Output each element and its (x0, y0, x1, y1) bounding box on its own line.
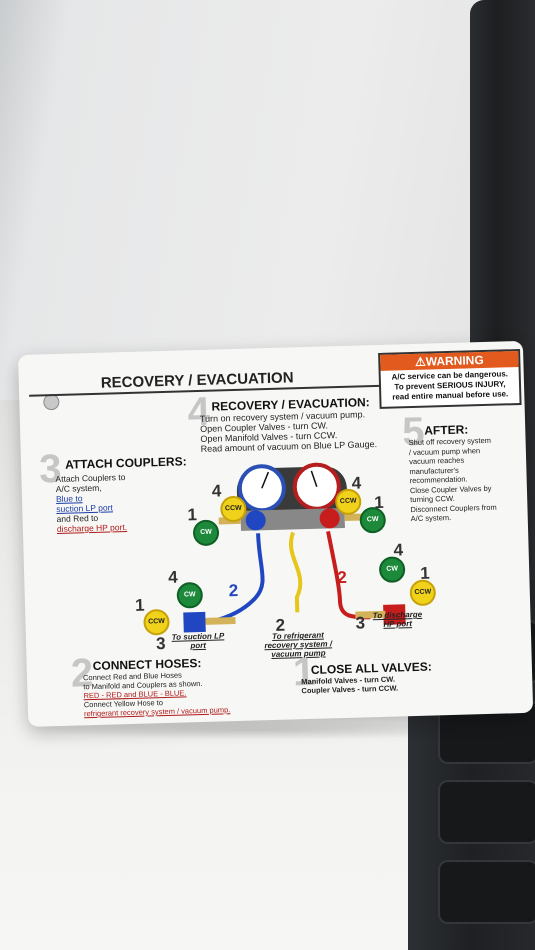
diagram-number: 1 (134, 595, 145, 615)
step3-line: discharge HP port. (56, 522, 128, 534)
diagram-number: 2 (228, 580, 239, 601)
yellow-hose (289, 531, 303, 613)
blue-valve-knob (245, 510, 266, 531)
diagram-number: 4 (351, 473, 362, 493)
high-pressure-gauge (292, 462, 341, 511)
warning-text: A/C service can be dangerous. To prevent… (381, 367, 520, 403)
red-coupler (383, 604, 406, 625)
red-valve-knob (319, 508, 340, 529)
diagram-number: 3 (355, 613, 366, 633)
blue-coupler-fitting (205, 617, 236, 625)
diagram-number: 1 (187, 505, 198, 525)
diagram-number: 4 (393, 540, 404, 560)
gauge-needle (261, 471, 270, 489)
step1-line: Coupler Valves - turn CCW. (301, 683, 399, 696)
card-shadow (30, 720, 500, 740)
diagram-number: 1 (373, 492, 384, 513)
step2-text: Connect Red and Blue Hoses to Manifold a… (83, 669, 231, 719)
suction-caption: To suction LP port (171, 631, 225, 651)
background-wall (0, 0, 535, 400)
diagram-number: 4 (211, 481, 222, 501)
step3-text: Attach Couplers to A/C system, Blue to s… (55, 472, 127, 534)
diagram-number: 3 (155, 633, 166, 654)
manifold-diagram (183, 462, 406, 633)
instruction-card: RECOVERY / EVACUATION ⚠WARNING A/C servi… (18, 340, 534, 727)
diagram-number: 4 (168, 567, 178, 587)
blue-coupler (183, 611, 206, 633)
discharge-caption: To discharge HP port (372, 609, 423, 629)
tray-slot (438, 780, 535, 844)
red-hose (326, 531, 371, 620)
manifold-block (240, 507, 345, 531)
step5-line: A/C system. (410, 512, 452, 524)
diagram-number: 2 (337, 567, 348, 588)
gauge-needle (310, 470, 318, 487)
hang-hole (43, 393, 60, 411)
step5-title: AFTER: (424, 422, 469, 438)
tray-slot (438, 860, 535, 924)
diagram-number: 1 (419, 563, 430, 583)
red-coupler-fitting (355, 610, 386, 619)
blue-hose (210, 533, 265, 624)
warning-box: ⚠WARNING A/C service can be dangerous. T… (378, 348, 522, 409)
step1-text: Manifold Valves - turn CW. Coupler Valve… (301, 675, 398, 696)
